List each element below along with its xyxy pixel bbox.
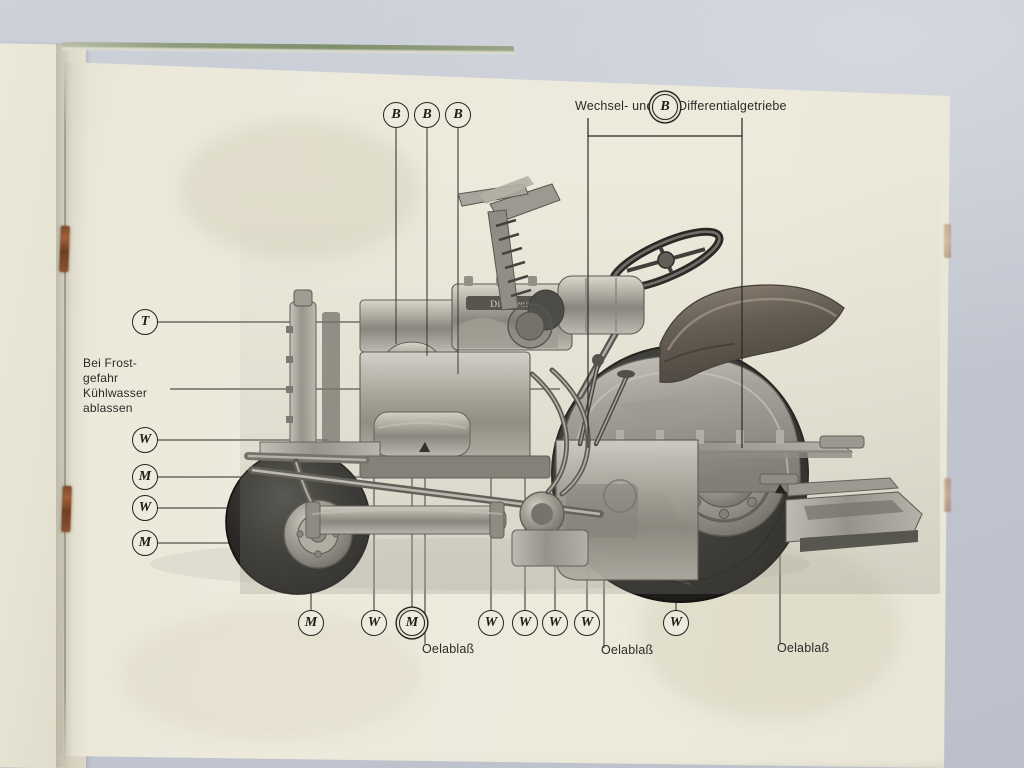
marker-w-bottom-2[interactable]: W: [478, 610, 504, 636]
staple-rust-mark-offset: [944, 478, 951, 512]
marker-w-bottom-1[interactable]: W: [361, 610, 387, 636]
marker-t-cooling[interactable]: T: [132, 309, 158, 335]
marker-w-bottom-5[interactable]: W: [574, 610, 600, 636]
marker-m-left-1[interactable]: M: [132, 464, 158, 490]
staple-rust-mark-offset: [944, 224, 951, 258]
marker-w-bottom-4[interactable]: W: [542, 610, 568, 636]
marker-m-bottom-2[interactable]: M: [399, 610, 425, 636]
marker-b-1[interactable]: B: [383, 102, 409, 128]
gearbox-bracket-drops: [587, 136, 743, 448]
oil-drain-arrows: [419, 442, 787, 494]
marker-m-left-2[interactable]: M: [132, 530, 158, 556]
caption-wechsel-und: Wechsel- und: [575, 99, 654, 113]
marker-b-2[interactable]: B: [414, 102, 440, 128]
marker-w-bottom-6[interactable]: W: [663, 610, 689, 636]
caption-differentialgetriebe: Differentialgetriebe: [678, 99, 787, 113]
marker-w-bottom-3[interactable]: W: [512, 610, 538, 636]
marker-m-bottom-1[interactable]: M: [298, 610, 324, 636]
oil-drain-label-2: Oelablaß: [601, 643, 654, 657]
marker-b-gearbox[interactable]: B: [652, 94, 678, 120]
oil-drain-label-3: Oelablaß: [777, 641, 830, 655]
oil-drain-label-1: Oelablaß: [422, 642, 475, 656]
marker-b-3[interactable]: B: [445, 102, 471, 128]
marker-w-left-2[interactable]: W: [132, 495, 158, 521]
marker-w-left-1[interactable]: W: [132, 427, 158, 453]
frost-warning-note: Bei Frost- gefahr Kühlwasser ablassen: [83, 356, 148, 415]
